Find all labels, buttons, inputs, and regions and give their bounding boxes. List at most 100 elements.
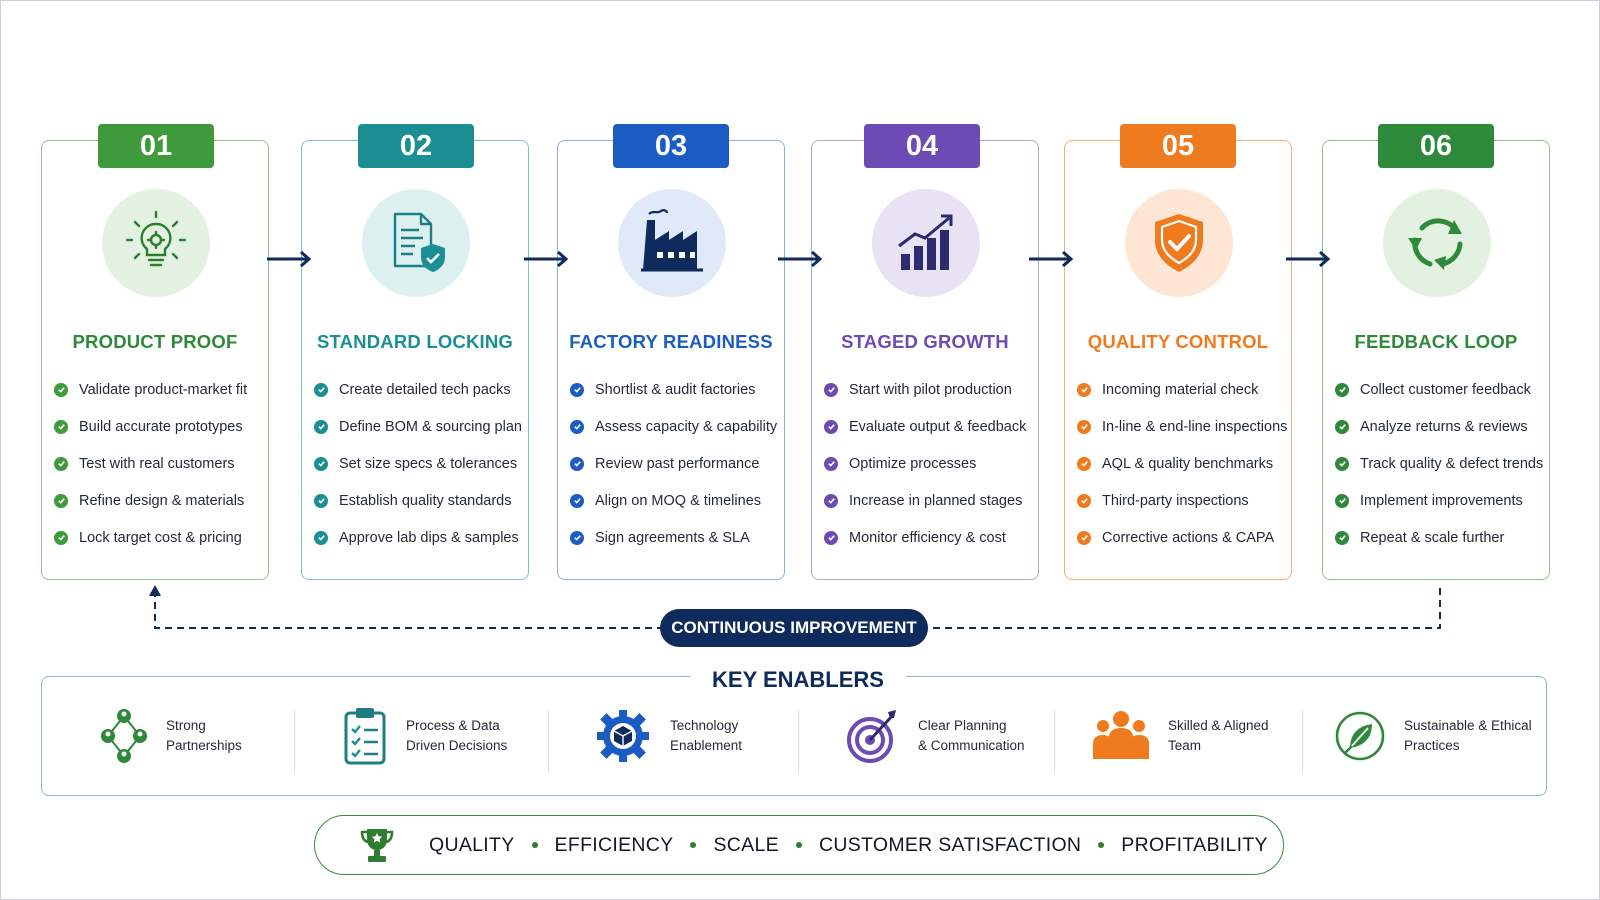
- list-item: Shortlist & audit factories: [570, 371, 780, 408]
- step-number-badge: 03: [613, 124, 729, 168]
- outcome-quality: QUALITY: [429, 833, 515, 856]
- outcome-scale: SCALE: [713, 833, 779, 856]
- check-icon: [1077, 493, 1091, 508]
- lightbulb-gear-icon: [102, 189, 210, 297]
- check-icon: [54, 419, 68, 434]
- trophy-icon: [360, 829, 394, 862]
- flow-arrow-icon: [1029, 250, 1074, 268]
- list-item: Monitor efficiency & cost: [824, 519, 1034, 556]
- outcome-customer-satisfaction: CUSTOMER SATISFACTION: [818, 833, 1082, 856]
- step-card-feedback-loop: FEEDBACK LOOP Collect customer feedback …: [1322, 140, 1550, 580]
- step-title: QUALITY CONTROL: [1087, 331, 1269, 352]
- flow-arrow-icon: [1286, 250, 1331, 268]
- list-item: AQL & quality benchmarks: [1077, 445, 1287, 482]
- list-item: Validate product-market fit: [54, 371, 264, 408]
- shield-check-icon: [1125, 189, 1233, 297]
- step-number-badge: 02: [358, 124, 474, 168]
- step-title: STANDARD LOCKING: [316, 331, 514, 352]
- check-icon: [824, 382, 838, 397]
- check-icon: [54, 382, 68, 397]
- list-item: Increase in planned stages: [824, 482, 1034, 519]
- enabler-divider: [548, 710, 549, 772]
- check-icon: [824, 456, 838, 471]
- list-item: Align on MOQ & timelines: [570, 482, 780, 519]
- check-icon: [570, 493, 584, 508]
- step-card-standard-locking: STANDARD LOCKING Create detailed tech pa…: [301, 140, 529, 580]
- enabler-label: Clear Planning& Communication: [918, 718, 1025, 753]
- factory-icon: [618, 189, 726, 297]
- document-shield-icon: [362, 189, 470, 297]
- check-icon: [1077, 382, 1091, 397]
- list-item: Start with pilot production: [824, 371, 1034, 408]
- step-title: FACTORY READINESS: [569, 331, 773, 352]
- list-item: Evaluate output & feedback: [824, 408, 1034, 445]
- list-item: Build accurate prototypes: [54, 408, 264, 445]
- key-enablers-title: KEY ENABLERS: [690, 666, 906, 694]
- recycle-arrows-icon: [1383, 189, 1491, 297]
- list-item: Analyze returns & reviews: [1335, 408, 1545, 445]
- gear-cube-icon: [597, 710, 649, 762]
- list-item: Repeat & scale further: [1335, 519, 1545, 556]
- target-icon: [847, 710, 896, 763]
- flow-arrow-icon: [267, 250, 312, 268]
- list-item: Refine design & materials: [54, 482, 264, 519]
- clipboard-checklist-icon: [344, 708, 386, 765]
- check-icon: [1335, 456, 1349, 471]
- list-item: Assess capacity & capability: [570, 408, 780, 445]
- enabler-divider: [798, 710, 799, 772]
- list-item: Incoming material check: [1077, 371, 1287, 408]
- list-item: Collect customer feedback: [1335, 371, 1545, 408]
- check-icon: [314, 382, 328, 397]
- enabler-divider: [1302, 710, 1303, 772]
- check-icon: [1077, 456, 1091, 471]
- step-number-badge: 04: [864, 124, 980, 168]
- continuous-improvement-pill: CONTINUOUS IMPROVEMENT: [660, 609, 928, 647]
- list-item: Set size specs & tolerances: [314, 445, 524, 482]
- team-icon: [1093, 711, 1149, 759]
- list-item: Implement improvements: [1335, 482, 1545, 519]
- outcome-profitability: PROFITABILITY: [1121, 833, 1268, 856]
- outcome-efficiency: EFFICIENCY: [554, 833, 674, 856]
- flow-arrow-icon: [778, 250, 823, 268]
- feedback-loop-dashed-line: [149, 585, 1441, 629]
- list-item: Third-party inspections: [1077, 482, 1287, 519]
- enabler-divider: [1054, 710, 1055, 772]
- separator-dot: [795, 842, 802, 848]
- enabler-divider: [294, 710, 295, 772]
- check-icon: [1335, 382, 1349, 397]
- step-title: STAGED GROWTH: [841, 331, 1009, 352]
- step-title: FEEDBACK LOOP: [1354, 331, 1518, 352]
- separator-dot: [690, 842, 697, 848]
- step-title: PRODUCT PROOF: [72, 331, 238, 352]
- list-item: Establish quality standards: [314, 482, 524, 519]
- outcomes-bar: QUALITY EFFICIENCY SCALE CUSTOMER SATISF…: [314, 815, 1284, 875]
- check-icon: [314, 530, 328, 545]
- check-icon: [824, 493, 838, 508]
- step-card-staged-growth: STAGED GROWTH Start with pilot productio…: [811, 140, 1039, 580]
- step-card-product-proof: PRODUCT PROOF Validate product-market fi…: [41, 140, 269, 580]
- check-icon: [570, 530, 584, 545]
- growth-chart-icon: [872, 189, 980, 297]
- list-item: Create detailed tech packs: [314, 371, 524, 408]
- list-item: Review past performance: [570, 445, 780, 482]
- check-icon: [1335, 530, 1349, 545]
- check-icon: [314, 456, 328, 471]
- check-icon: [570, 456, 584, 471]
- separator-dot: [1098, 842, 1105, 848]
- check-icon: [1077, 530, 1091, 545]
- check-icon: [1077, 419, 1091, 434]
- step-number-badge: 05: [1120, 124, 1236, 168]
- check-icon: [824, 530, 838, 545]
- enabler-clear-planning: Clear Planning& Communication: [846, 700, 1025, 772]
- check-icon: [570, 382, 584, 397]
- list-item: Sign agreements & SLA: [570, 519, 780, 556]
- check-icon: [314, 419, 328, 434]
- list-item: Optimize processes: [824, 445, 1034, 482]
- list-item: In-line & end-line inspections: [1077, 408, 1287, 445]
